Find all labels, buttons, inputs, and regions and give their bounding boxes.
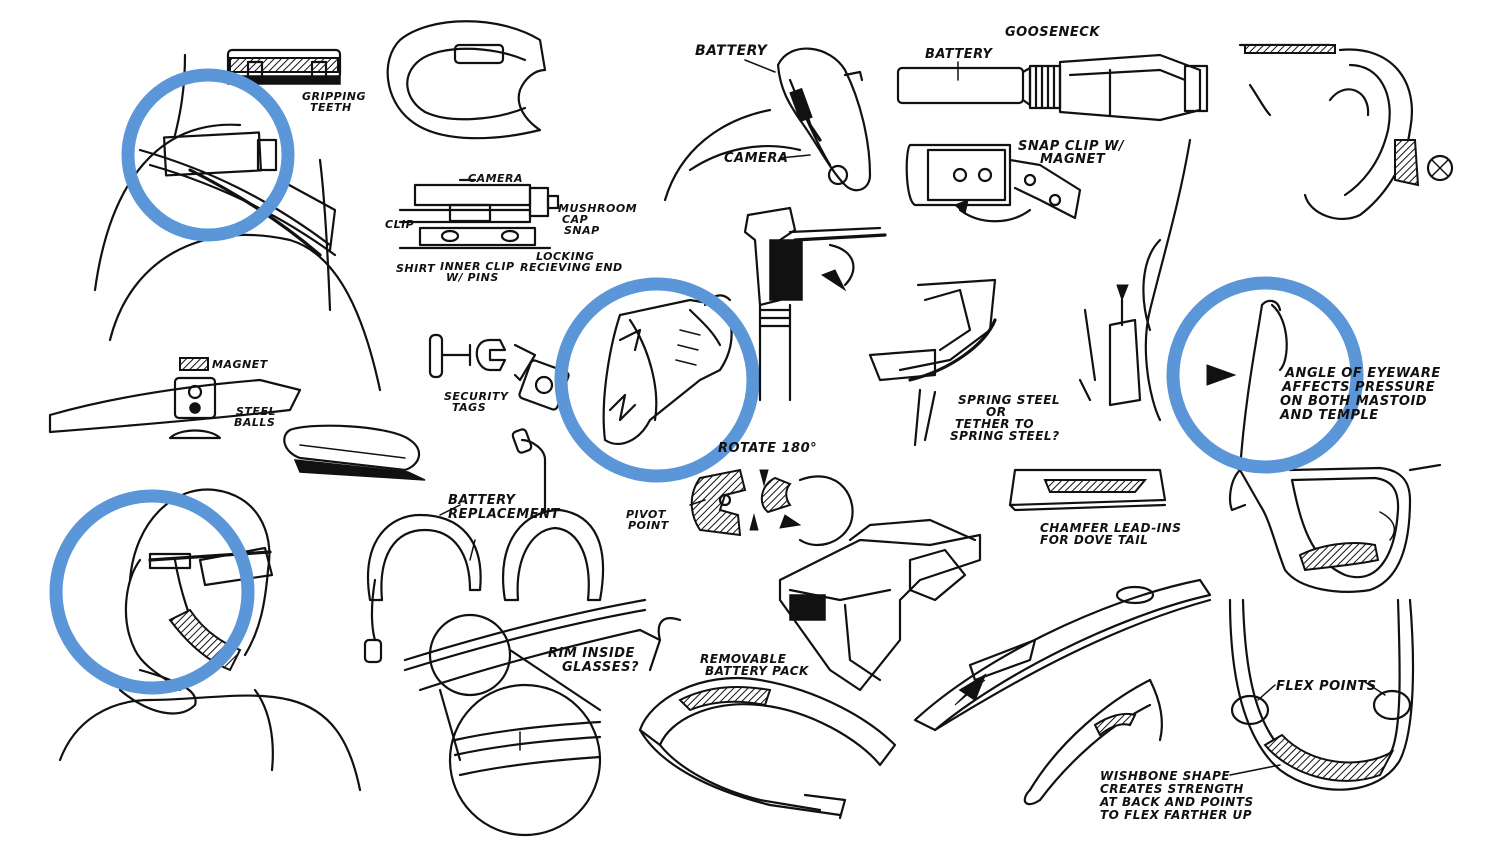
label-balls: BALLS [234, 416, 275, 429]
shoulder-clip-sketch [663, 47, 872, 202]
highlight-circle-shoulder [121, 68, 295, 242]
label-receiving-end: RECIEVING END [520, 261, 623, 274]
security-tags-sketch [428, 333, 570, 411]
label-rotate: ROTATE 180° [718, 441, 817, 456]
flex-leader-right [1364, 681, 1386, 696]
highlight-circle-clip [554, 277, 760, 483]
label-mushroom: MUSHROOM [558, 202, 637, 215]
camera-leader-line [779, 154, 811, 159]
label-spring-steel: SPRING STEEL [958, 393, 1060, 407]
pad-sketch [283, 424, 426, 481]
label-locking: LOCKING [536, 250, 594, 263]
label-snap-clip: SNAP CLIP W/ [1018, 139, 1125, 154]
label-wishbone-2: CREATES STRENGTH [1100, 782, 1244, 796]
wishbone-leader [1229, 764, 1281, 776]
vertical-clip-sketch [743, 206, 887, 402]
label-angle-1: ANGLE OF EYEWARE [1284, 366, 1441, 381]
flex-leader-left [1257, 684, 1276, 701]
spring-steel-clip-sketch [868, 278, 997, 447]
label-spring-q: SPRING STEEL? [950, 429, 1060, 443]
label-steel: STEEL [236, 405, 276, 418]
label-teeth: TEETH [310, 101, 352, 114]
head-glasses-sketch [58, 488, 362, 792]
battery-clamp-sketch [778, 518, 982, 692]
camera-clip-section [398, 178, 560, 250]
label-cap: CAP [562, 213, 588, 226]
label-point: POINT [628, 519, 670, 532]
rim-zoom-sketch [403, 598, 647, 837]
label-wishbone-3: AT BACK AND POINTS [1099, 795, 1254, 809]
label-gripping: GRIPPING [302, 90, 366, 103]
eyewear-side-sketch [1206, 299, 1442, 593]
label-battery-gooseneck: BATTERY [925, 47, 993, 62]
removable-battery-band-sketch [638, 617, 897, 820]
label-angle-3: ON BOTH MASTOID [1280, 394, 1427, 409]
label-snap-magnet: MAGNET [1040, 152, 1106, 167]
hook-lanyard-sketch [1078, 138, 1192, 422]
label-or: OR [986, 405, 1006, 419]
battery-leader-line [744, 59, 776, 73]
label-replacement: REPLACEMENT [448, 507, 560, 522]
label-camera-top: CAMERA [468, 172, 523, 185]
label-angle-4: AND TEMPLE [1279, 408, 1379, 423]
label-security: SECURITY [444, 390, 509, 403]
label-battery-repl: BATTERY [448, 493, 516, 508]
flex-points-sketch [1228, 598, 1415, 791]
clip-outline-sketch [386, 20, 547, 140]
label-glasses-q: GLASSES? [562, 660, 639, 675]
label-gooseneck: GOOSENECK [1005, 25, 1100, 40]
label-dovetail: FOR DOVE TAIL [1040, 533, 1148, 547]
label-angle-2: AFFECTS PRESSURE [1281, 380, 1435, 395]
label-rim-inside: RIM INSIDE [548, 646, 635, 661]
label-removable: REMOVABLE [700, 652, 787, 666]
label-pivot: PIVOT [626, 508, 667, 521]
snap-clip-sketch [905, 143, 1082, 223]
label-chamfer: CHAMFER LEAD-INS [1040, 521, 1181, 535]
chamfer-dovetail-sketch [1008, 468, 1167, 512]
label-snap: SNAP [564, 224, 600, 237]
label-battery-shoulder: BATTERY [695, 43, 769, 59]
label-with-pins: W/ PINS [446, 271, 499, 284]
label-shirt: SHIRT [396, 262, 436, 275]
label-magnet: MAGNET [212, 358, 269, 371]
label-wishbone-1: WISHBONE SHAPE [1100, 769, 1230, 783]
hook-clip-sketch [602, 294, 733, 446]
label-wishbone-4: TO FLEX FARTHER UP [1100, 808, 1252, 822]
label-tags: TAGS [452, 401, 486, 414]
wishbone-band-sketch [1023, 678, 1164, 806]
label-clip: CLIP [385, 218, 414, 231]
rotate-diagram-sketch [689, 468, 854, 547]
label-battery-pack: BATTERY PACK [705, 664, 810, 678]
highlight-circle-head [49, 489, 255, 695]
battery-replacement-sketch [363, 428, 605, 664]
long-band-sketch [913, 578, 1212, 732]
label-inner-clip: INNER CLIP [440, 260, 515, 273]
ear-sketch [1238, 43, 1454, 220]
gooseneck-battery-sketch [896, 53, 1209, 122]
label-camera-shoulder: CAMERA [724, 151, 789, 166]
magnet-band-sketch [48, 357, 302, 440]
label-tether: TETHER TO [955, 417, 1034, 431]
label-flex-points: FLEX POINTS [1276, 679, 1377, 694]
highlight-circle-eyewear [1166, 276, 1364, 474]
